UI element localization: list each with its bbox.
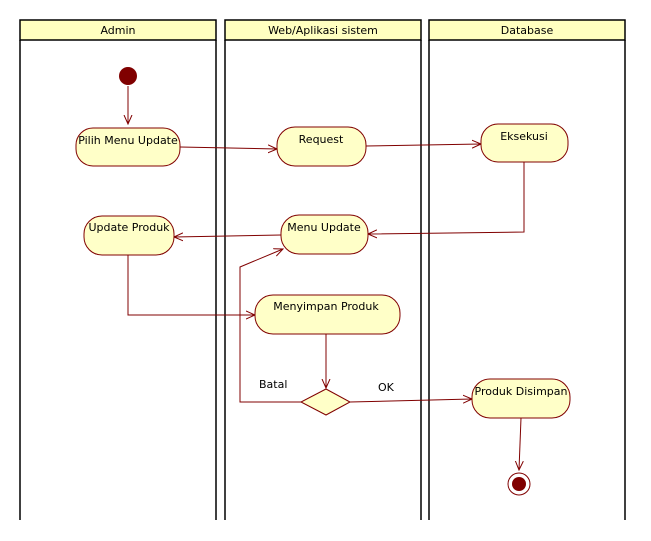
initial-node <box>119 67 137 85</box>
lane-web-header <box>224 19 422 41</box>
edge-pilih-to-request <box>179 147 277 149</box>
guard-batal-label: Batal <box>259 378 287 391</box>
activity-request: Request <box>276 126 367 167</box>
lane-database-label: Database <box>501 24 554 37</box>
lane-web: Web/Aplikasi sistem <box>224 19 422 520</box>
lane-admin-header <box>19 19 217 41</box>
activity-pilih-menu-update-label: Pilih Menu Update <box>78 134 178 147</box>
guard-ok-label: OK <box>378 381 395 394</box>
activity-menu-update-label: Menu Update <box>287 221 361 234</box>
activity-produk-disimpan: Produk Disimpan <box>471 378 571 419</box>
activity-pilih-menu-update: Pilih Menu Update <box>75 127 181 167</box>
edge-decision-batal <box>239 249 301 403</box>
activity-menyimpan-produk: Menyimpan Produk <box>254 294 401 335</box>
activity-eksekusi: Eksekusi <box>480 123 569 163</box>
edge-eksekusi-to-menu-update <box>368 162 525 234</box>
edge-decision-ok <box>349 399 472 402</box>
activity-menu-update: Menu Update <box>280 214 369 255</box>
edge-produk-disimpan-to-end <box>519 417 521 470</box>
activity-request-label: Request <box>299 133 344 146</box>
activity-update-produk-label: Update Produk <box>88 221 170 234</box>
lane-database-header <box>428 19 626 41</box>
lane-admin: Admin <box>19 19 217 520</box>
final-node <box>507 472 531 496</box>
activity-update-produk: Update Produk <box>83 215 175 256</box>
activity-menyimpan-produk-label: Menyimpan Produk <box>273 300 379 313</box>
activity-eksekusi-label: Eksekusi <box>500 130 548 143</box>
lane-web-label: Web/Aplikasi sistem <box>268 24 378 37</box>
edge-menu-update-to-update-produk <box>174 235 282 237</box>
edge-update-produk-to-menyimpan <box>127 255 255 315</box>
decision-node <box>299 388 352 416</box>
edge-request-to-eksekusi <box>365 144 481 146</box>
lane-admin-label: Admin <box>100 24 135 37</box>
activity-produk-disimpan-label: Produk Disimpan <box>475 385 568 398</box>
lane-database: Database <box>428 19 626 520</box>
